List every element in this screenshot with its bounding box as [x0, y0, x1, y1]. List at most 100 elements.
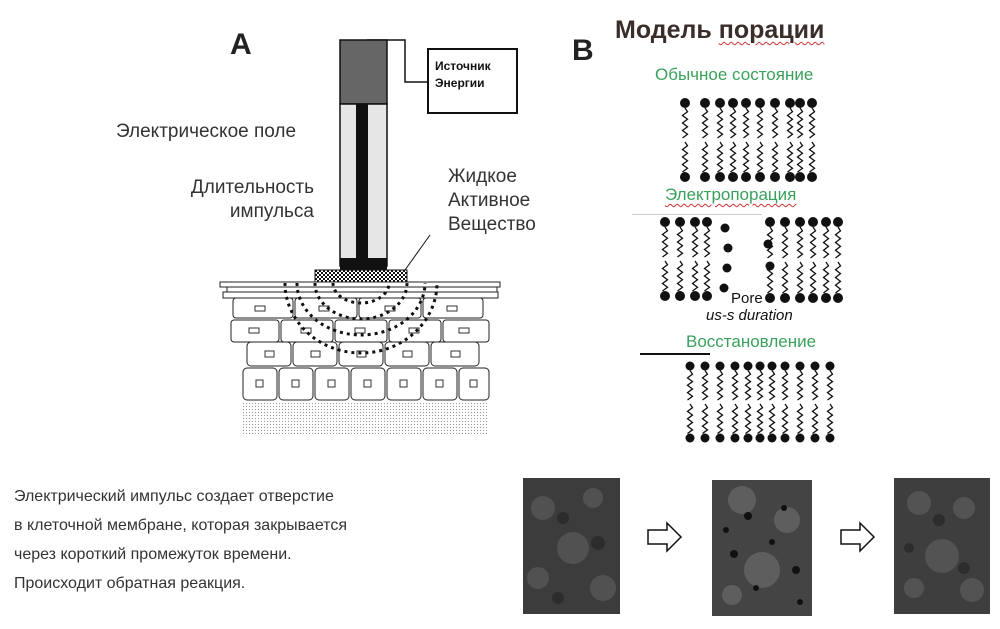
lipid-tail — [781, 226, 789, 259]
lipid-head — [680, 172, 690, 182]
lipid-tail — [681, 141, 689, 173]
lipid-head — [765, 261, 775, 271]
lipid-head — [833, 217, 843, 227]
lipid-tail — [834, 261, 842, 294]
lipid-tail — [691, 260, 699, 292]
lipid-tail — [809, 261, 817, 294]
lipid-tail — [786, 107, 794, 139]
lipid-head — [808, 293, 818, 303]
micrograph-during — [712, 480, 812, 616]
lipid-tail — [716, 141, 724, 173]
pulse-duration-label: Длительность импульса — [180, 176, 314, 224]
lipid-head — [808, 217, 818, 227]
lipid-head — [702, 291, 712, 301]
lipid-tail — [781, 403, 789, 435]
lipid-tail — [661, 260, 669, 292]
lipid-tail — [826, 370, 834, 401]
lipid-tail — [716, 107, 724, 139]
lipid-tail — [731, 370, 739, 401]
description-text: Электрический импульс создает отверстие … — [14, 482, 347, 598]
lipid-tail — [756, 107, 764, 139]
poration-model-title: Модель порации — [615, 16, 824, 45]
lipid-head — [715, 172, 725, 182]
lipid-tail — [786, 141, 794, 173]
state-normal-label: Обычное состояние — [655, 65, 814, 84]
lipid-head — [780, 217, 790, 227]
lipid-tail — [796, 370, 804, 401]
lipid-tail — [808, 141, 816, 173]
lipid-head — [719, 283, 729, 293]
pulse-duration-line2: импульса — [229, 201, 314, 222]
lipid-head — [795, 217, 805, 227]
lipid-tail — [701, 141, 709, 173]
lipid-tail — [744, 403, 752, 435]
lipid-head — [795, 98, 805, 108]
lipid-head — [700, 361, 710, 371]
pulse-duration-line1: Длительность — [190, 177, 314, 198]
lipid-tail — [796, 141, 804, 173]
electrode-core — [356, 104, 368, 266]
lipid-head — [807, 172, 817, 182]
lipid-tail — [796, 226, 804, 259]
lipid-head — [821, 217, 831, 227]
lipid-head — [715, 361, 725, 371]
arrow-right-2-icon — [840, 521, 876, 553]
lipid-tail — [822, 261, 830, 294]
title-underlined: порации — [718, 16, 825, 44]
lipid-head — [780, 293, 790, 303]
lipid-head — [675, 217, 685, 227]
lipid-head — [755, 361, 765, 371]
lipid-tail — [771, 107, 779, 139]
lipid-head — [700, 98, 710, 108]
lipid-head — [700, 172, 710, 182]
lipid-tail — [676, 226, 684, 258]
lipid-head — [702, 217, 712, 227]
source-label-line1: Источник — [435, 59, 491, 73]
lipid-head — [767, 433, 777, 443]
lipid-head — [728, 98, 738, 108]
lipid-tail — [686, 370, 694, 401]
lipid-tail — [811, 370, 819, 401]
lipid-tail — [771, 141, 779, 173]
lipid-tail — [661, 226, 669, 258]
lipid-tail — [731, 403, 739, 435]
liquid-line3: Вещество — [448, 214, 536, 235]
description-line4: Происходит обратная реакция. — [14, 575, 246, 592]
lipid-head — [821, 293, 831, 303]
lipid-head — [715, 98, 725, 108]
lipid-head — [767, 361, 777, 371]
lipid-head — [743, 361, 753, 371]
lipid-tail — [781, 370, 789, 401]
liquid-substance-label: Жидкое Активное Вещество — [448, 165, 536, 237]
lipid-tail — [729, 141, 737, 173]
lipid-head — [810, 361, 820, 371]
lipid-head — [715, 433, 725, 443]
description-line2: в клеточной мембране, которая закрываетс… — [14, 517, 347, 534]
lipid-head — [795, 172, 805, 182]
substance-pointer — [404, 234, 431, 271]
lipid-tail — [703, 226, 711, 258]
lipid-head — [690, 291, 700, 301]
lipid-tail — [756, 370, 764, 401]
lipid-head — [780, 433, 790, 443]
lipid-head — [765, 217, 775, 227]
description-line1: Электрический импульс создает отверстие — [14, 488, 334, 505]
lipid-tail — [681, 107, 689, 139]
source-label-line2: Энергии — [435, 76, 485, 90]
electric-field-label: Электрическое поле — [116, 121, 297, 142]
lipid-head — [722, 263, 732, 273]
pore-label: Pore — [731, 290, 763, 307]
lipid-head — [763, 239, 773, 249]
lipid-head — [741, 172, 751, 182]
divider-recovery — [640, 353, 710, 355]
description-line3: через короткий промежуток времени. — [14, 546, 292, 563]
cell-nuclei — [248, 305, 478, 388]
lipid-head — [730, 433, 740, 443]
lipid-tail — [796, 261, 804, 294]
lipid-tail — [701, 370, 709, 401]
lipid-tail — [809, 226, 817, 259]
electrode-tip — [340, 258, 387, 270]
lipid-tail — [796, 403, 804, 435]
lipid-head — [680, 98, 690, 108]
electric-field-arcs — [283, 282, 439, 355]
